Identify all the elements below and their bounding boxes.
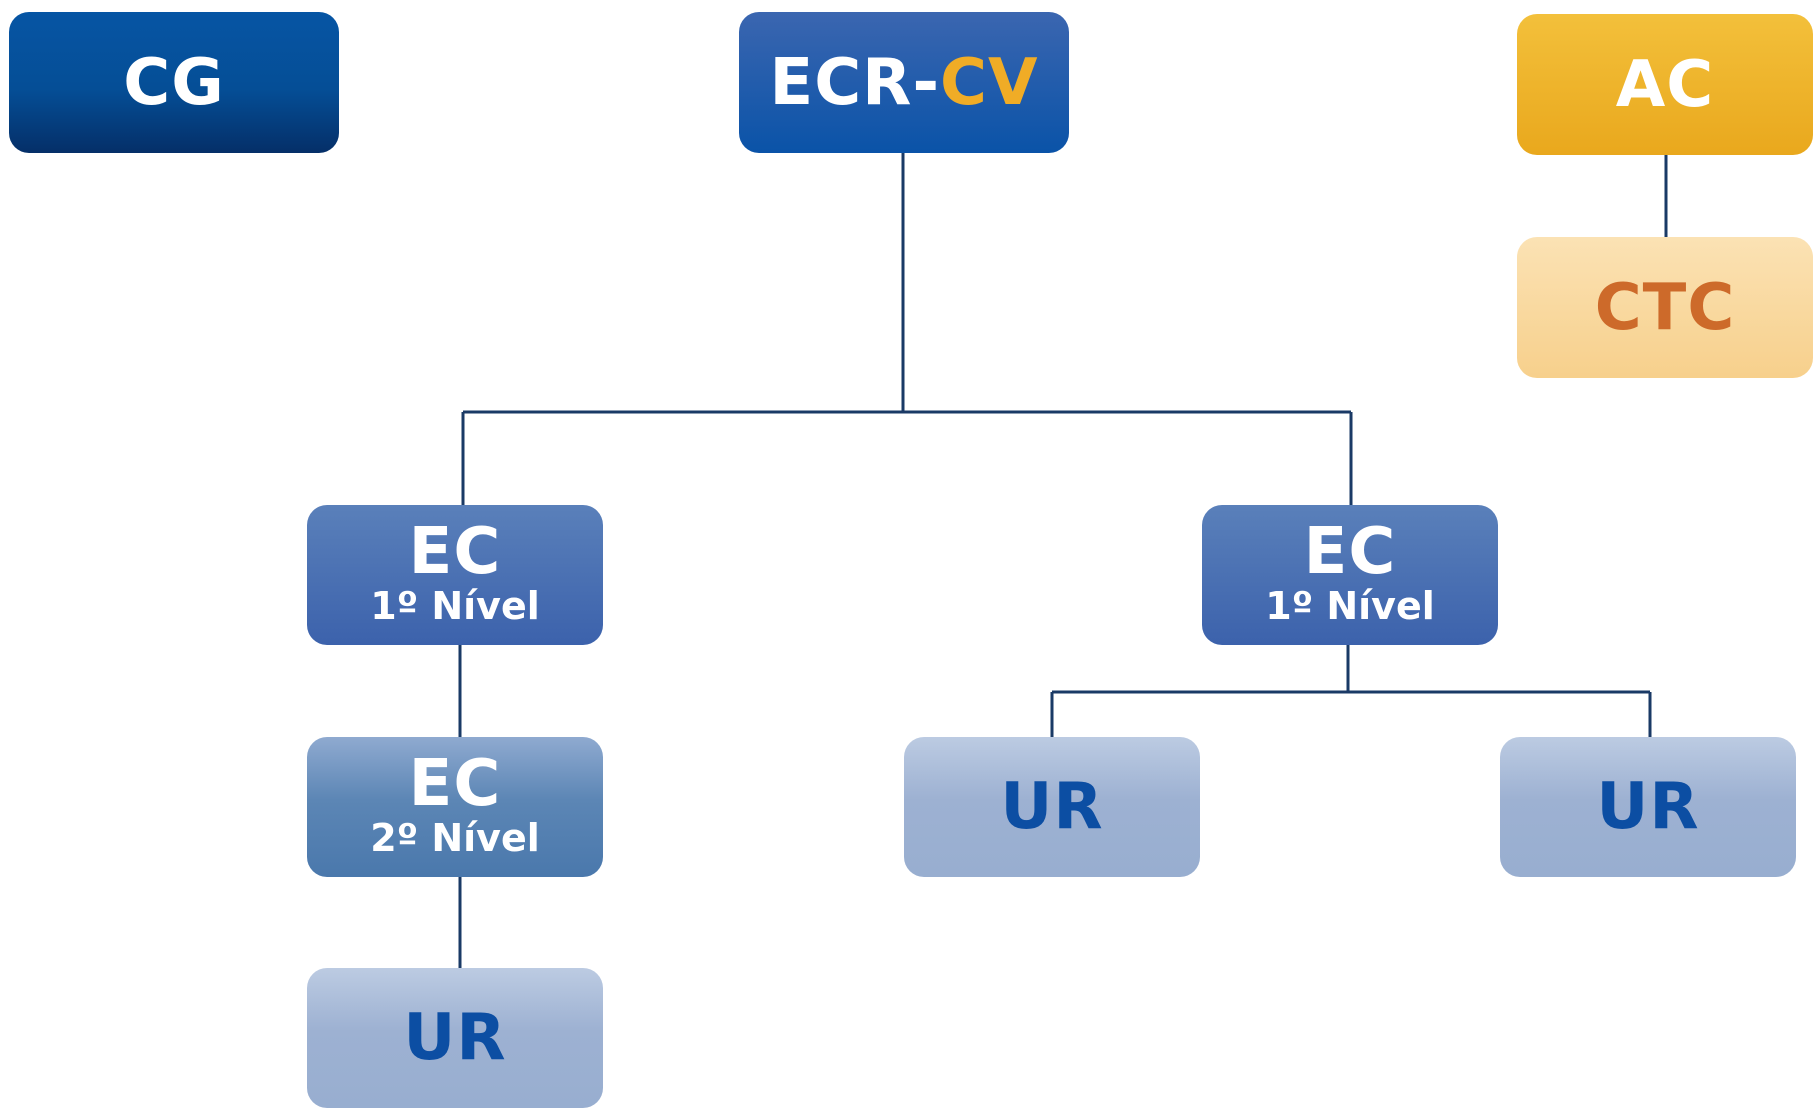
- node-cg: CG: [9, 12, 339, 153]
- node-ecr-suffix: CV: [940, 45, 1039, 120]
- node-ec2-label: EC: [408, 747, 502, 822]
- node-ac: AC: [1517, 14, 1813, 155]
- node-ecr-prefix: ECR-: [769, 45, 941, 120]
- node-ctc: CTC: [1517, 237, 1813, 378]
- node-ec2-level: 2º Nível: [370, 816, 540, 861]
- node-ur-right-label: UR: [1596, 770, 1700, 844]
- node-ur-middle-label: UR: [1000, 770, 1104, 844]
- node-ec-right-level: 1º Nível: [1265, 584, 1435, 629]
- node-ecr-cv-label: ECR-CV: [769, 51, 1038, 115]
- node-ec-level1-left: EC 1º Nível: [307, 505, 603, 645]
- node-ec-left-label: EC: [408, 515, 502, 590]
- node-ec-right-label: EC: [1303, 515, 1397, 590]
- node-ecr-cv: ECR-CV: [739, 12, 1069, 153]
- node-ec-left-level: 1º Nível: [370, 584, 540, 629]
- node-ec-level2: EC 2º Nível: [307, 737, 603, 877]
- node-ur-bottom: UR: [307, 968, 603, 1108]
- node-ctc-label: CTC: [1594, 270, 1736, 345]
- node-ec-level1-right: EC 1º Nível: [1202, 505, 1498, 645]
- node-ur-bottom-label: UR: [403, 1001, 507, 1075]
- node-ac-label: AC: [1615, 47, 1715, 122]
- node-cg-label: CG: [123, 45, 225, 120]
- node-ur-right: UR: [1500, 737, 1796, 877]
- node-ur-middle: UR: [904, 737, 1200, 877]
